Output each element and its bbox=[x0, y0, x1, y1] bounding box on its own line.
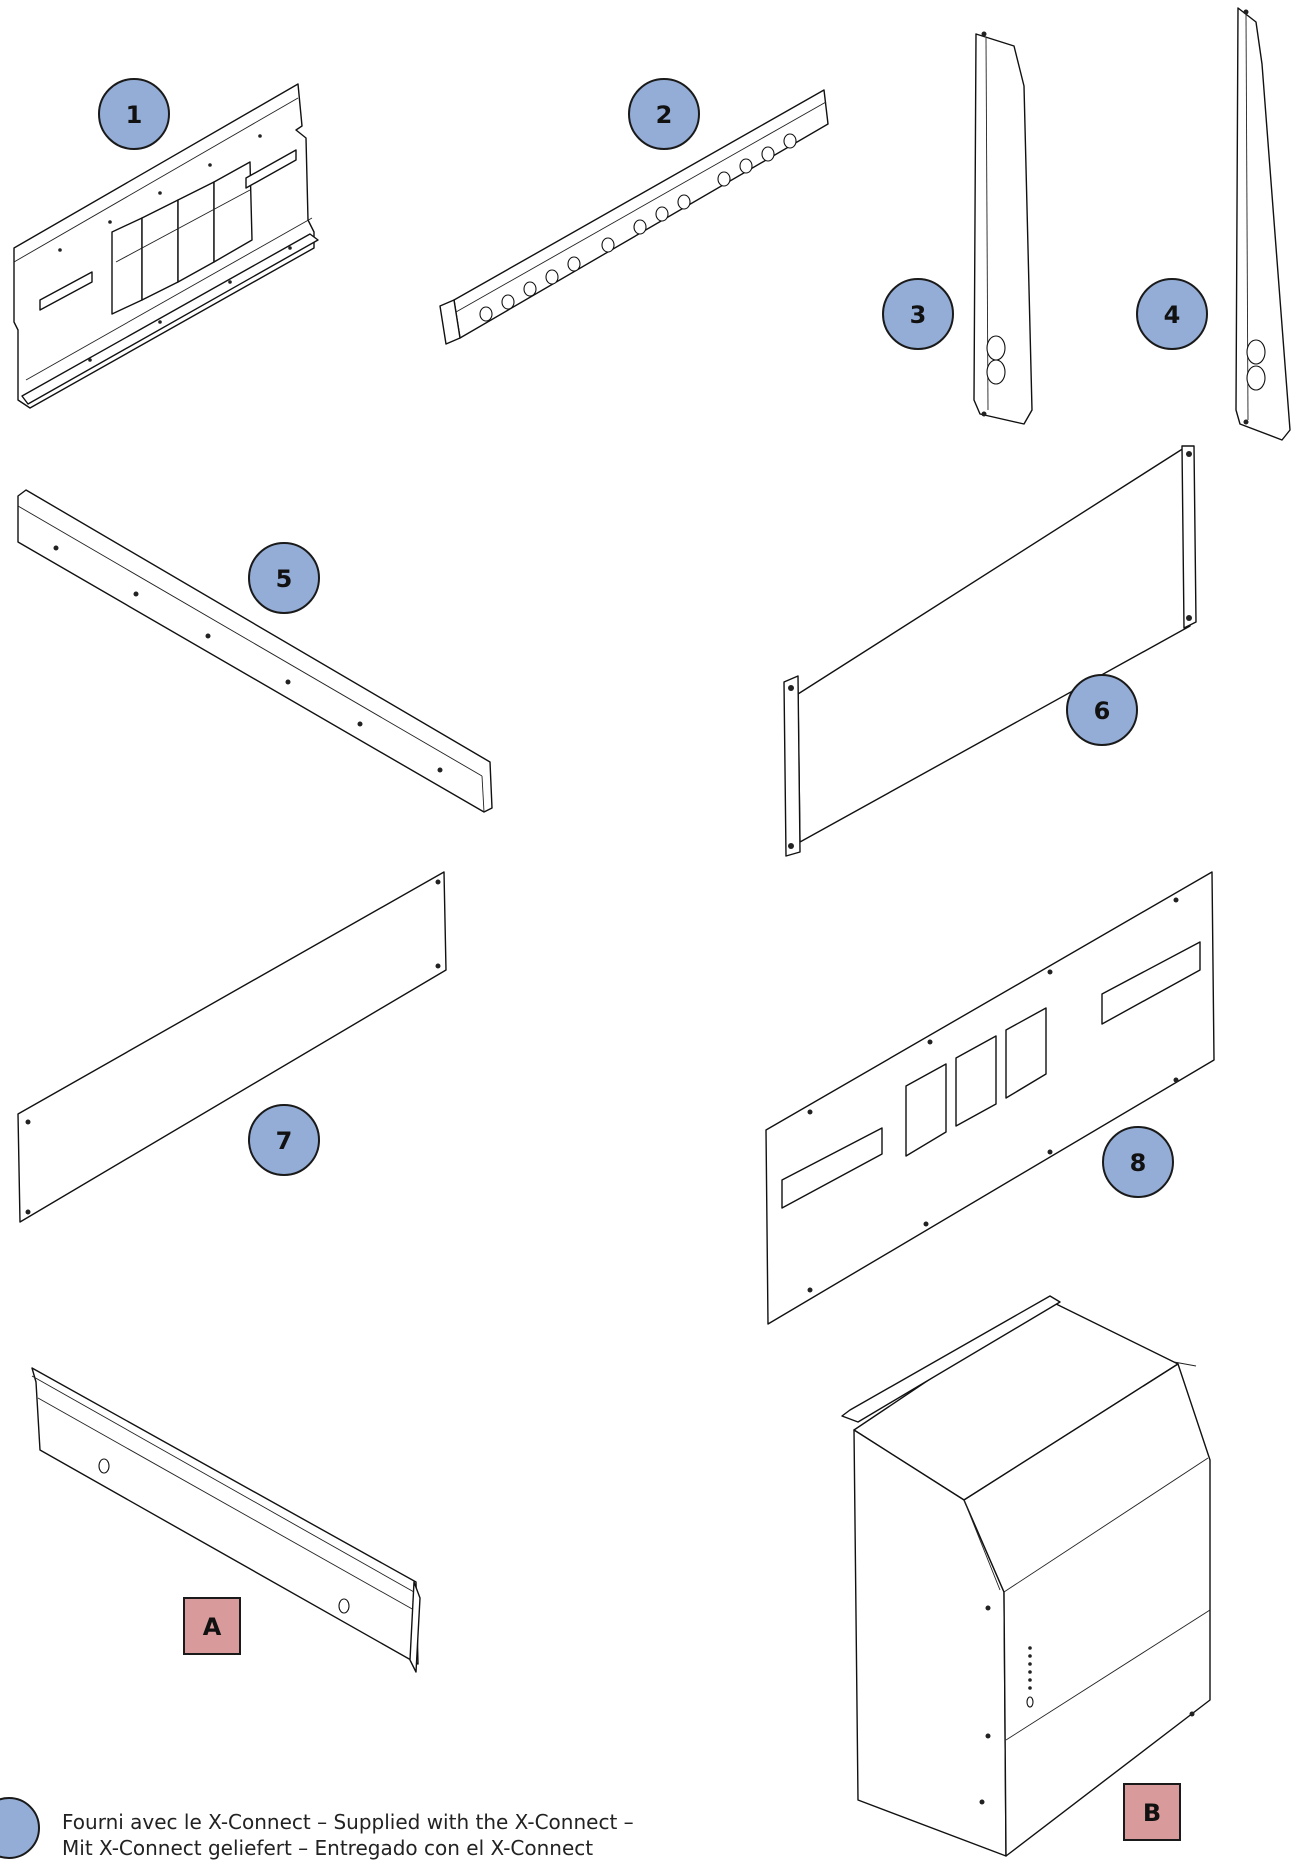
callout-1-label: 1 bbox=[126, 101, 143, 129]
callout-4-label: 4 bbox=[1164, 301, 1181, 329]
part-4-right-upright bbox=[1235, 7, 1291, 441]
part-b-led-indicators bbox=[1026, 1646, 1034, 1708]
part-2-holes bbox=[479, 133, 797, 322]
part-1-mounting-plate bbox=[13, 83, 319, 409]
callout-3-label: 3 bbox=[910, 301, 927, 329]
part-3-left-upright bbox=[973, 31, 1033, 425]
callout-2: 2 bbox=[628, 78, 700, 150]
part-8-front-panel bbox=[765, 871, 1215, 1325]
legend-text-line-2: Mit X-Connect geliefert – Entregado con … bbox=[62, 1836, 594, 1860]
callout-8: 8 bbox=[1102, 1126, 1174, 1198]
callout-5: 5 bbox=[248, 542, 320, 614]
part-6-rear-panel bbox=[783, 445, 1197, 857]
callout-a: A bbox=[183, 1597, 241, 1655]
part-b-enclosure-cover bbox=[841, 1295, 1211, 1857]
callout-7-label: 7 bbox=[276, 1127, 293, 1155]
callout-8-label: 8 bbox=[1130, 1149, 1147, 1177]
callout-2-label: 2 bbox=[656, 101, 673, 129]
callout-7: 7 bbox=[248, 1104, 320, 1176]
part-7-flat-panel bbox=[17, 871, 447, 1223]
callout-6-label: 6 bbox=[1094, 697, 1111, 725]
callout-a-label: A bbox=[203, 1613, 222, 1641]
callout-b-label: B bbox=[1143, 1799, 1161, 1827]
part-a-wall-bracket bbox=[31, 1367, 421, 1673]
legend-text: Fourni avec le X-Connect – Supplied with… bbox=[62, 1809, 742, 1861]
part-5-cross-beam bbox=[17, 489, 493, 813]
legend-supplied-marker bbox=[0, 1797, 40, 1859]
callout-3: 3 bbox=[882, 278, 954, 350]
legend-text-line-1: Fourni avec le X-Connect – Supplied with… bbox=[62, 1810, 634, 1834]
callout-4: 4 bbox=[1136, 278, 1208, 350]
part-1-rivets bbox=[58, 134, 292, 362]
callout-5-label: 5 bbox=[276, 565, 293, 593]
legend: Fourni avec le X-Connect – Supplied with… bbox=[0, 1793, 760, 1867]
callout-6: 6 bbox=[1066, 674, 1138, 746]
callout-1: 1 bbox=[98, 78, 170, 150]
callout-b: B bbox=[1123, 1783, 1181, 1841]
part-2-perforated-rail bbox=[439, 89, 829, 345]
